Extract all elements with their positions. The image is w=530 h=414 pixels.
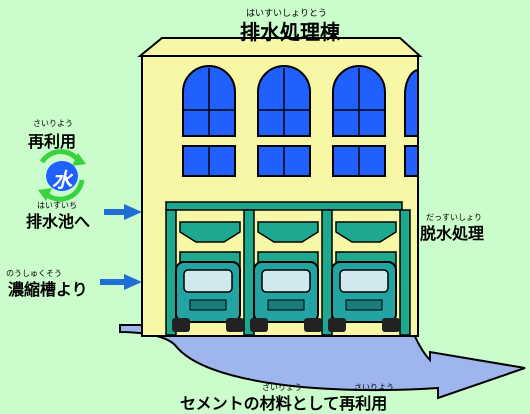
- tank-ruby: のうしゅくそう: [6, 269, 62, 278]
- ground-flow-arrow: [119, 324, 526, 400]
- material-ruby: ざいりょう: [262, 383, 302, 392]
- page-title: 排水処理棟: [240, 20, 340, 44]
- upper-windows: [182, 65, 419, 177]
- to-pond-label: 排水池へ: [26, 212, 91, 231]
- pond-ruby: はいすいち: [37, 201, 77, 210]
- from-tank-label: 濃縮槽より: [8, 280, 88, 299]
- truck-1: [172, 261, 244, 332]
- water-badge: 水: [52, 168, 72, 192]
- to-pond-arrow: [104, 204, 142, 220]
- dewatering-label: 脱水処理: [420, 224, 485, 243]
- title-ruby: はいすいしょりとう: [246, 9, 328, 19]
- recycle-water-icon: [38, 149, 86, 202]
- bottom-caption: セメントの材料として再利用: [180, 394, 388, 413]
- from-tank-arrow: [100, 274, 142, 290]
- truck-2: [250, 261, 322, 332]
- dewater-ruby: だっすいしょり: [426, 213, 482, 222]
- bottom-reuse-ruby: さいりよう: [354, 383, 394, 392]
- reuse-ruby: さいりよう: [33, 119, 73, 128]
- reuse-label: 再利用: [28, 132, 77, 151]
- truck-3: [328, 261, 400, 332]
